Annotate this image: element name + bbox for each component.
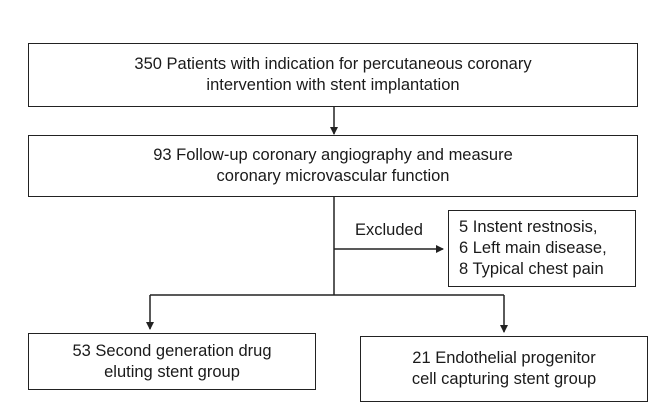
box-text-line: 8 Typical chest pain	[459, 260, 604, 278]
box-text-line: 21 Endothelial progenitor	[412, 349, 596, 367]
box-text-line: 350 Patients with indication for percuta…	[134, 55, 532, 73]
excluded-label: Excluded	[355, 221, 423, 239]
follow-up-box: 93 Follow-up coronary angiography and me…	[28, 135, 638, 197]
box-text-line: cell capturing stent group	[411, 370, 597, 388]
box-text-line: 5 Instent restnosis,	[459, 218, 598, 236]
progenitor-capturing-group-box: 21 Endothelial progenitor cell capturing…	[360, 336, 648, 402]
drug-eluting-group-box: 53 Second generation drug eluting stent …	[28, 333, 316, 390]
patients-box: 350 Patients with indication for percuta…	[28, 43, 638, 107]
box-text-line: coronary microvascular function	[216, 167, 450, 185]
excluded-box: 5 Instent restnosis, 6 Left main disease…	[448, 210, 636, 287]
box-text-line: 6 Left main disease,	[459, 239, 607, 257]
box-text-line: 53 Second generation drug	[72, 341, 272, 360]
box-text-line: intervention with stent implantation	[206, 76, 460, 94]
box-text-line: 93 Follow-up coronary angiography and me…	[153, 146, 513, 164]
box-text-line: eluting stent group	[104, 362, 240, 381]
